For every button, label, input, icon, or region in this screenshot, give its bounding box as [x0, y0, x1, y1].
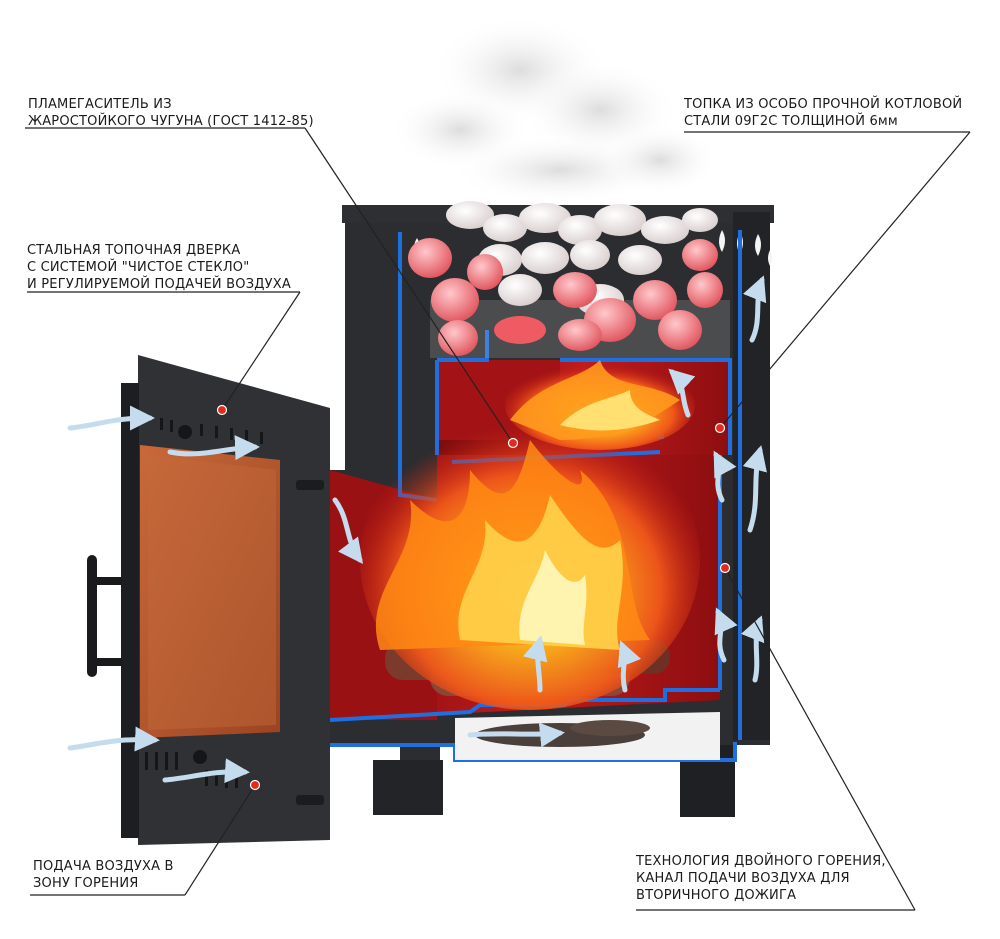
callout-steel-door-line-3: И РЕГУЛИРУЕМОЙ ПОДАЧЕЙ ВОЗДУХА	[27, 277, 291, 292]
steam-cloud	[390, 15, 720, 205]
sauna-stones	[408, 201, 730, 358]
callout-air-supply: ПОДАЧА ВОЗДУХА В ЗОНУ ГОРЕНИЯ	[33, 858, 174, 892]
callout-firebox: ТОПКА ИЗ ОСОБО ПРОЧНОЙ КОТЛОВОЙ СТАЛИ 09…	[684, 96, 962, 130]
callout-double-burn-line-3: ВТОРИЧНОГО ДОЖИГА	[636, 888, 797, 903]
callout-steel-door: СТАЛЬНАЯ ТОПОЧНАЯ ДВЕРКА С СИСТЕМОЙ "ЧИС…	[27, 242, 291, 293]
callout-leader-lines	[25, 127, 971, 911]
callout-flame-damper-line-1: ПЛАМЕГАСИТЕЛЬ ИЗ	[28, 97, 172, 112]
callout-double-burn-line-1: ТЕХНОЛОГИЯ ДВОЙНОГО ГОРЕНИЯ,	[636, 854, 886, 869]
callout-double-burn: ТЕХНОЛОГИЯ ДВОЙНОГО ГОРЕНИЯ, КАНАЛ ПОДАЧ…	[636, 853, 886, 904]
air-flow-arrows	[67, 275, 767, 784]
callout-air-supply-line-2: ЗОНУ ГОРЕНИЯ	[33, 876, 139, 891]
callout-flame-damper-line-2: ЖАРОСТОЙКОГО ЧУГУНА (ГОСТ 1412-85)	[28, 114, 314, 129]
stove-door	[87, 355, 330, 845]
callout-steel-door-line-2: С СИСТЕМОЙ "ЧИСТОЕ СТЕКЛО"	[27, 260, 250, 275]
callout-markers	[216, 404, 731, 791]
callout-flame-damper: ПЛАМЕГАСИТЕЛЬ ИЗ ЖАРОСТОЙКОГО ЧУГУНА (ГО…	[28, 96, 314, 130]
callout-firebox-line-1: ТОПКА ИЗ ОСОБО ПРОЧНОЙ КОТЛОВОЙ	[684, 97, 963, 112]
callout-steel-door-line-1: СТАЛЬНАЯ ТОПОЧНАЯ ДВЕРКА	[27, 243, 241, 258]
callout-firebox-line-2: СТАЛИ 09Г2С ТОЛЩИНОЙ 6мм	[684, 114, 898, 129]
callout-double-burn-line-2: КАНАЛ ПОДАЧИ ВОЗДУХА ДЛЯ	[636, 871, 850, 886]
callout-air-supply-line-1: ПОДАЧА ВОЗДУХА В	[33, 859, 174, 874]
fire-flames	[360, 360, 700, 710]
